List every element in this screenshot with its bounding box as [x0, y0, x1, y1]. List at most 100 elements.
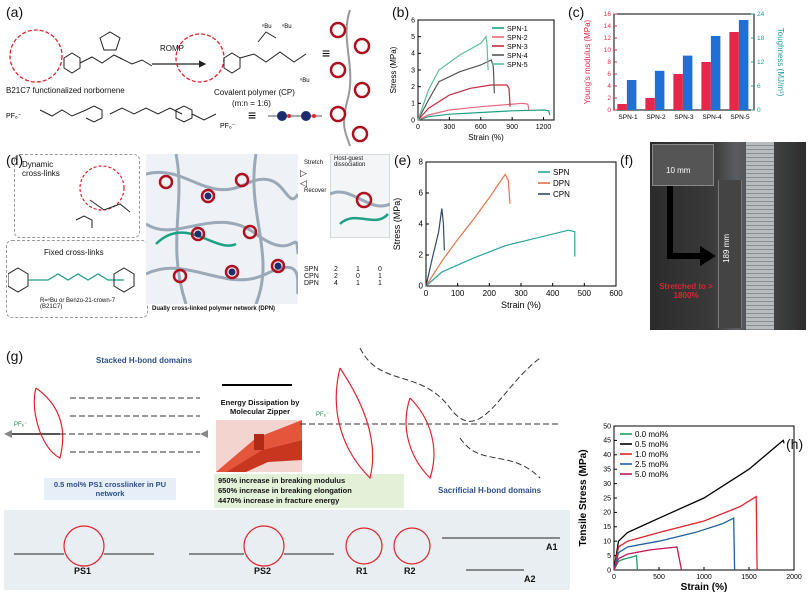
y2-tick-label: 0 [757, 107, 761, 114]
table-cell: DPN [304, 280, 319, 287]
improvement-item: 4470% increase in fracture energy [218, 496, 340, 505]
x-tick-label: 400 [546, 289, 560, 298]
y2-axis-label: Toughness (MJ/m³) [776, 28, 785, 97]
table-cell: 1 [378, 280, 382, 287]
table-cell: 1 [356, 280, 360, 287]
polymer-caption: Covalent polymer (CP) [214, 88, 295, 97]
y-tick-label: 0 [607, 567, 611, 574]
y-tick-label: 50 [603, 423, 611, 430]
y-axis-label: Stress (MPa) [389, 46, 398, 93]
legend-label: 0.5 mol% [635, 440, 668, 449]
x-tick-label: 300 [444, 124, 456, 131]
x-tick-label: 1500 [741, 574, 757, 581]
x-axis-label: Strain (%) [501, 300, 541, 310]
width-label: 10 mm [666, 166, 691, 175]
x-tick-label: 600 [609, 289, 623, 298]
table-cell: CPN [304, 273, 319, 280]
bar-toughness [654, 70, 665, 110]
y-tick-label: 10 [603, 539, 611, 546]
dpn-network-illustration [146, 154, 298, 304]
x-tick-label: 500 [653, 574, 665, 581]
molecule-label-r1: R1 [356, 566, 368, 576]
molecule-strip [4, 510, 570, 590]
x-tick-label: 0 [612, 574, 616, 581]
y-tick-label: 15 [603, 524, 611, 531]
x-tick-label: 100 [451, 289, 465, 298]
category-label: SPN-2 [646, 114, 666, 121]
legend-label: 1.0 mol% [635, 450, 668, 459]
plot-frame [425, 161, 617, 287]
x-tick-label: 900 [506, 124, 518, 131]
improvement-item: 950% increase in breaking modulus [218, 476, 346, 485]
y2-tick-label: 18 [757, 35, 765, 42]
y-tick-label: 12 [604, 35, 612, 42]
x-tick-label: 1200 [536, 124, 552, 131]
series-line [417, 35, 489, 121]
x-tick-label: 0 [424, 289, 429, 298]
bar-toughness [626, 80, 637, 110]
y-tick-label: 35 [603, 467, 611, 474]
bar-modulus [729, 32, 739, 110]
polymer-crown-ring [175, 33, 225, 83]
dissociation-label: Host-guest dissociation [334, 156, 366, 168]
g-right-network: PF₆⁻ [300, 347, 560, 480]
svg-text:PF₆⁻: PF₆⁻ [6, 113, 22, 120]
molecule-label-r2: R2 [404, 566, 416, 576]
g-left-network: PF₆⁻ [4, 387, 208, 459]
table-cell: 2 [334, 266, 338, 273]
panel-f-label: (f) [620, 152, 634, 168]
romp-label: ROMP [160, 44, 184, 53]
y2-tick-label: 24 [757, 11, 765, 18]
y2-tick-label: 12 [757, 59, 765, 66]
dynamic-crosslinks-box [14, 154, 140, 238]
y-tick-label: 25 [603, 495, 611, 502]
series-line [613, 439, 785, 571]
x-tick-label: 2000 [786, 574, 802, 581]
legend-label: SPN [553, 168, 570, 177]
guest-dot-right [301, 111, 311, 121]
series-line [613, 546, 683, 571]
svg-text:ⁿBu: ⁿBu [300, 77, 310, 84]
bar-modulus [645, 98, 655, 110]
legend-label: DPN [553, 179, 570, 188]
dynamic-crosslink-structure [75, 165, 131, 228]
x-tick-label: 600 [475, 124, 487, 131]
x-tick-label: 300 [514, 289, 528, 298]
y-tick-label: 16 [604, 11, 612, 18]
y-axis-label: Stress (MPa) [392, 198, 402, 251]
svg-text:≡: ≡ [322, 45, 330, 61]
y2-tick-label: 6 [757, 83, 761, 90]
x-axis-label: Strain (%) [681, 582, 728, 593]
guest-dot-left [277, 111, 287, 121]
series-line [417, 109, 551, 121]
legend-label: 5.0 mol% [635, 470, 668, 479]
dynamic-crosslinks-label: Dynamic cross-links [22, 160, 60, 178]
y-tick-label: 2 [411, 84, 415, 91]
improvement-item: 650% increase in breaking elongation [218, 486, 352, 495]
series-line [417, 84, 511, 121]
table-cell: 0 [356, 273, 360, 280]
bar-toughness [682, 55, 693, 110]
molecule-label-a1: A1 [546, 542, 558, 552]
molecule-label-a2: A2 [524, 574, 536, 584]
svg-text:ⁿBu: ⁿBu [282, 23, 292, 30]
x-tick-label: 0 [416, 124, 420, 131]
series-line [425, 208, 445, 287]
y-tick-label: 10 [604, 47, 612, 54]
energy-label: Energy Dissipation by Molecular Zipper [220, 398, 300, 416]
y-tick-label: 8 [419, 158, 424, 167]
crown-ether-ring [9, 29, 63, 83]
series-line [425, 229, 576, 287]
y-tick-label: 1 [411, 101, 415, 108]
legend-label: SPN-1 [507, 26, 528, 33]
recover-label: Recover [304, 188, 327, 194]
bar-modulus [617, 104, 627, 110]
molecule-structures [14, 525, 560, 571]
monomer-caption: B21C7 functionalized norbornene [6, 86, 125, 95]
legend-label: SPN-4 [507, 53, 528, 60]
improvements-box: 950% increase in breaking modulus 650% i… [214, 474, 404, 508]
